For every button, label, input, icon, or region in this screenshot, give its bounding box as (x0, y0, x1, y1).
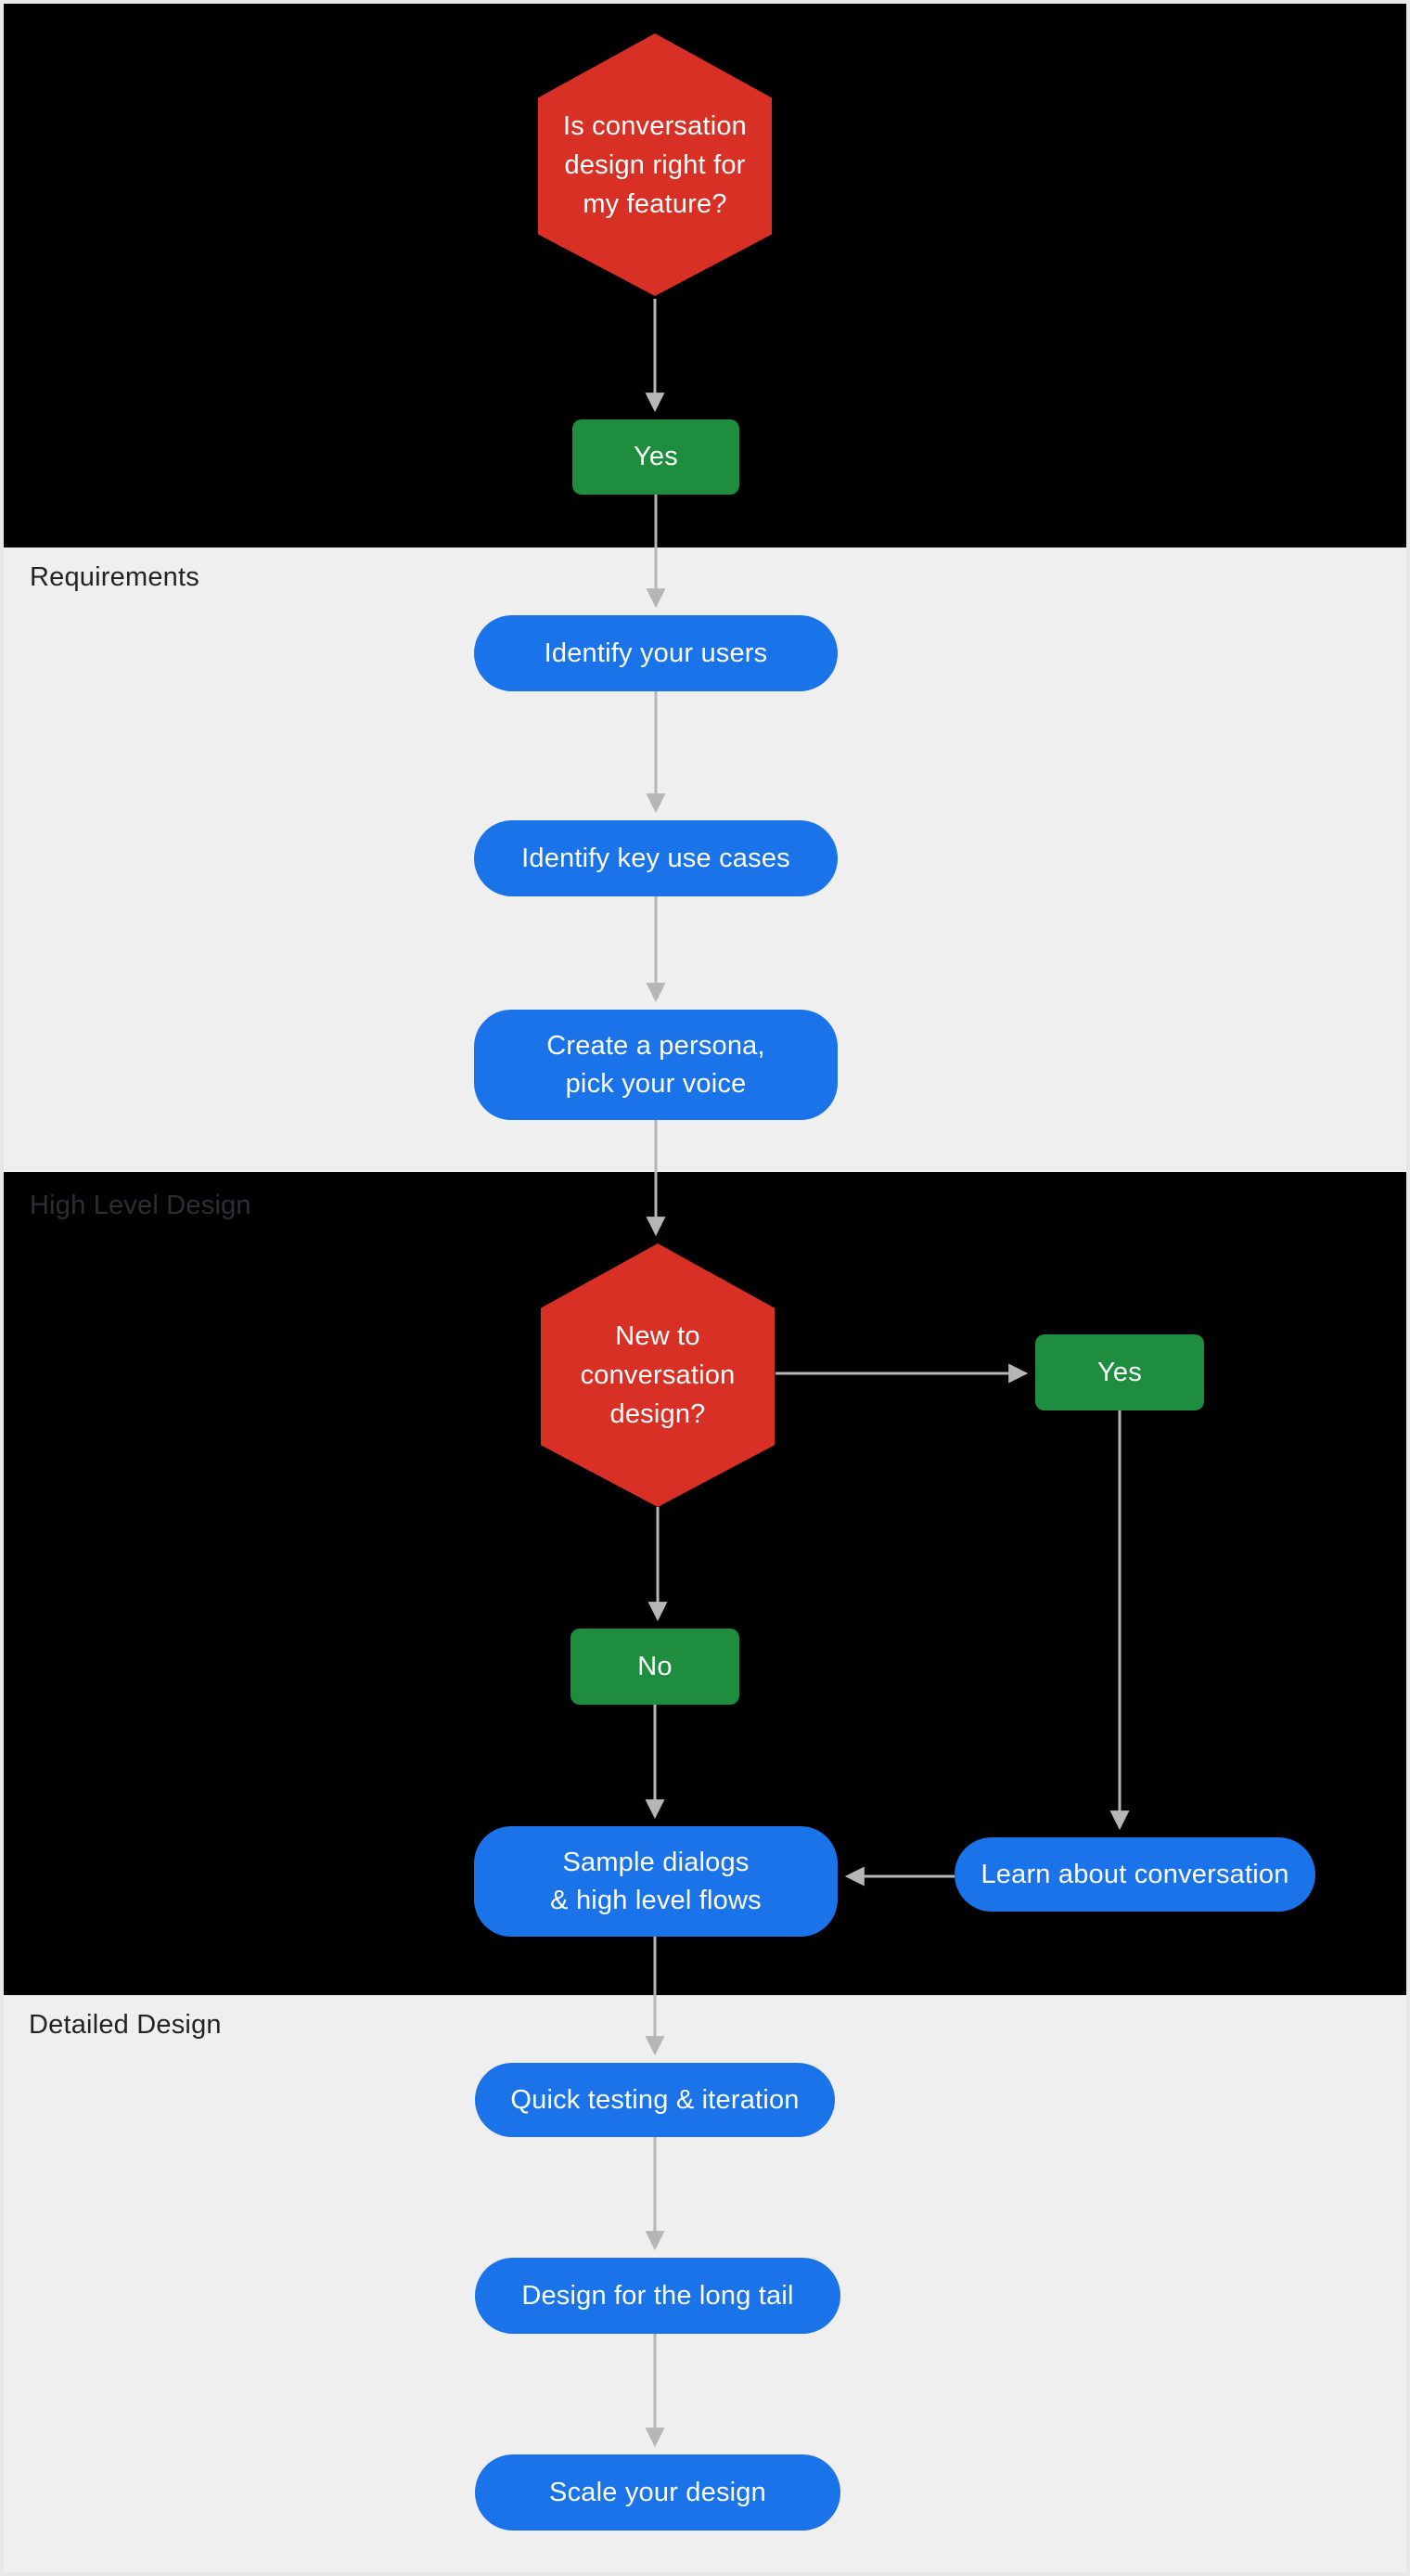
decision-line: my feature? (583, 188, 727, 219)
process-node-identify-your-users: Identify your users (474, 615, 838, 691)
answer-node-no: No (570, 1629, 739, 1705)
decision-node-is-conversation-design-right: Is conversation design right for my feat… (538, 33, 772, 296)
process-line: & high level flows (550, 1885, 762, 1915)
section-label-requirements: Requirements (30, 562, 199, 592)
decision-line: Is conversation (562, 110, 748, 141)
answer-node-yes-new-to-design: Yes (1035, 1334, 1204, 1410)
decision-line: New to (615, 1321, 700, 1351)
process-node-create-persona-pick-voice: Create a persona, pick your voice (474, 1010, 838, 1120)
decision-line: design right for (564, 149, 746, 180)
decision-line: conversation (580, 1360, 736, 1390)
process-line: Create a persona, (546, 1030, 765, 1061)
process-node-quick-testing-iteration: Quick testing & iteration (475, 2063, 835, 2137)
process-line: Sample dialogs (562, 1847, 750, 1877)
process-node-learn-about-conversation: Learn about conversation (955, 1837, 1315, 1912)
process-node-design-for-long-tail: Design for the long tail (475, 2258, 840, 2334)
section-label-detailed-design: Detailed Design (29, 2010, 222, 2040)
decision-line: design? (609, 1399, 706, 1429)
process-node-sample-dialogs-high-level-flows: Sample dialogs & high level flows (474, 1826, 838, 1937)
answer-node-yes-top: Yes (572, 419, 739, 495)
decision-node-new-to-conversation-design: New to conversation design? (541, 1243, 775, 1507)
section-label-high-level-design: High Level Design (30, 1191, 251, 1220)
process-node-identify-key-use-cases: Identify key use cases (474, 820, 838, 896)
process-line: pick your voice (565, 1068, 747, 1099)
process-node-scale-your-design: Scale your design (475, 2454, 840, 2531)
